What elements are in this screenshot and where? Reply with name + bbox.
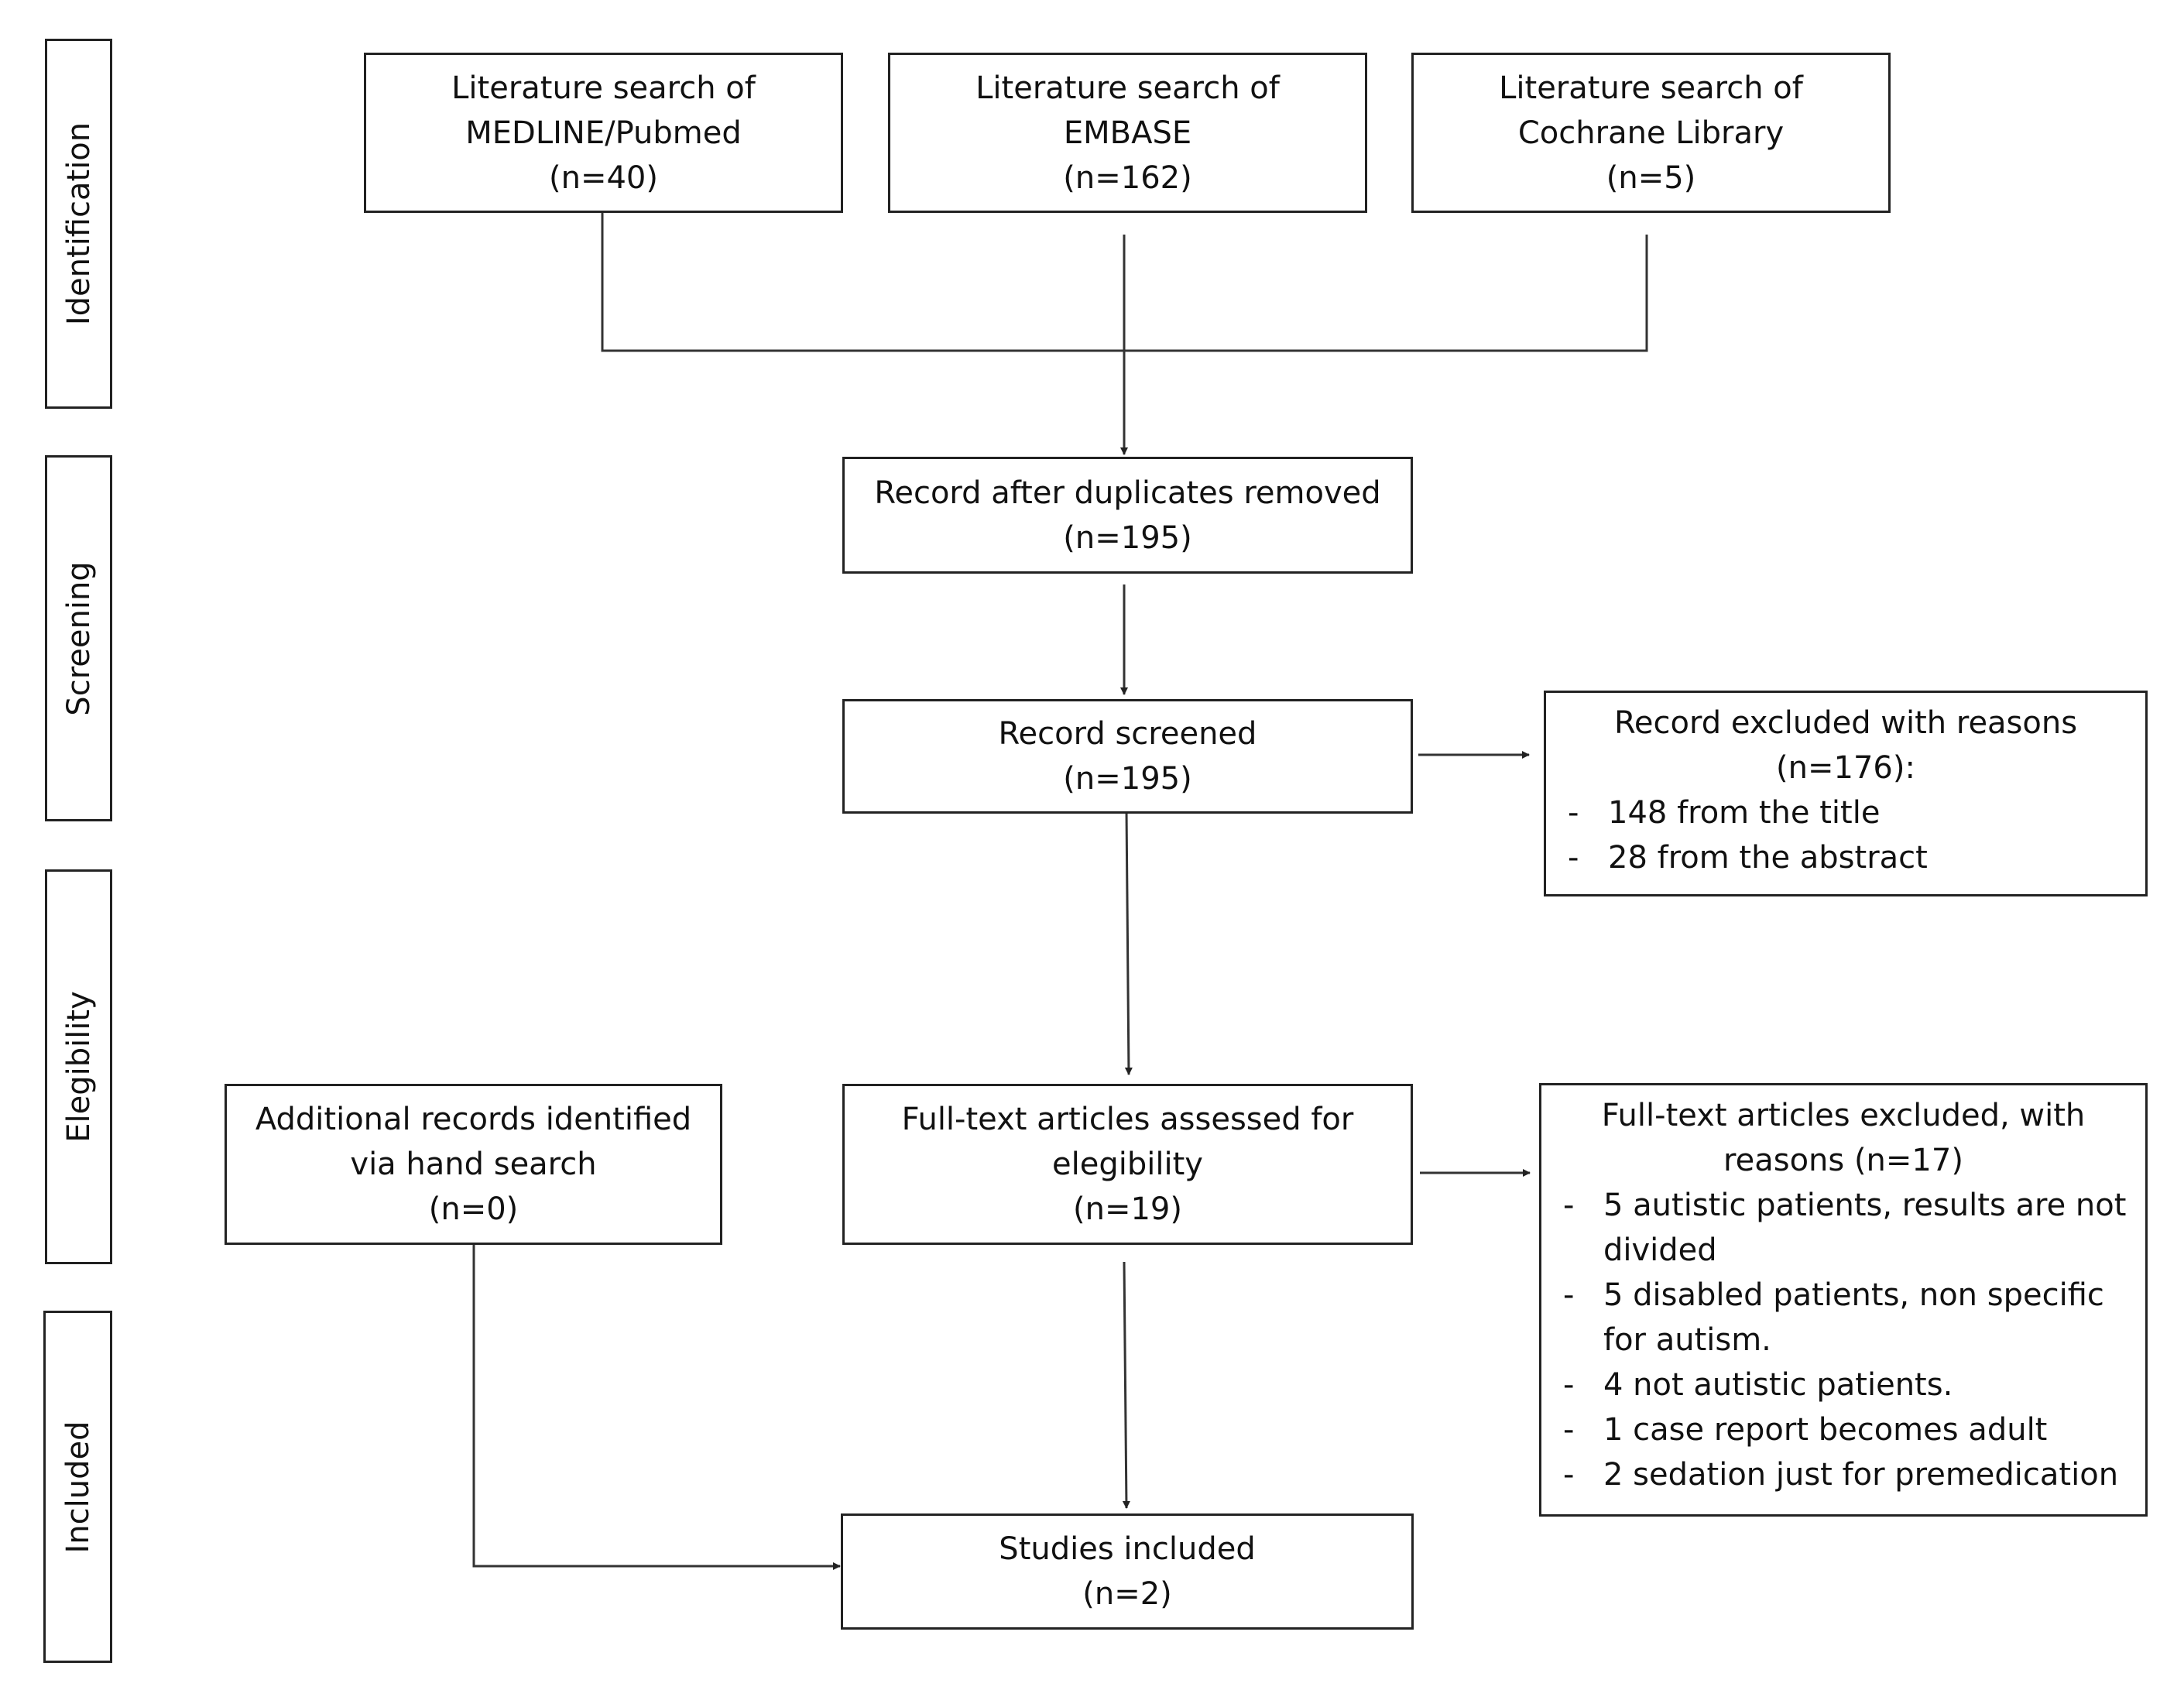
fulltext-excluded-box: Full-text articles excluded, with reason… [1539, 1083, 2148, 1517]
record-excluded-reasons: -148 from the title -28 from the abstrac… [1565, 790, 2127, 880]
list-marker: - [1563, 1457, 1575, 1493]
list-marker: - [1568, 840, 1579, 876]
reason-text: 5 disabled patients, non specific for au… [1603, 1277, 2104, 1358]
medline-search-box: Literature search of MEDLINE/Pubmed (n=4… [364, 53, 843, 213]
reason-text: 4 not autistic patients. [1603, 1367, 1953, 1403]
arrow-to-included [1122, 1261, 1130, 1509]
studies-included-count: (n=2) [1082, 1576, 1172, 1612]
fulltext-assessed-line1: Full-text articles assessed for [901, 1102, 1354, 1137]
stage-eligibility-label: Elegibility [60, 991, 97, 1143]
stage-identification: Identification [45, 39, 112, 409]
reason-text: 5 autistic patients, results are not div… [1603, 1188, 2127, 1268]
stage-identification-label: Identification [60, 122, 97, 326]
duplicates-removed-count: (n=195) [1063, 519, 1192, 556]
fulltext-excluded-line1: Full-text articles excluded, with [1601, 1098, 2086, 1133]
list-item: -148 from the title [1565, 790, 2127, 835]
list-item: -5 disabled patients, non specific for a… [1560, 1273, 2127, 1363]
cochrane-count: (n=5) [1606, 159, 1696, 196]
record-excluded-title: Record excluded with reasons [1613, 705, 2078, 741]
list-marker: - [1563, 1412, 1575, 1448]
stage-screening: Screening [45, 455, 112, 821]
medline-count: (n=40) [549, 159, 658, 196]
studies-included-box: Studies included (n=2) [841, 1513, 1414, 1630]
embase-line2: EMBASE [1063, 115, 1192, 151]
duplicates-removed-title: Record after duplicates removed [874, 475, 1381, 511]
stage-included-label: Included [60, 1421, 96, 1553]
cochrane-search-box: Literature search of Cochrane Library (n… [1411, 53, 1891, 213]
stage-included: Included [43, 1311, 112, 1663]
record-screened-title: Record screened [998, 716, 1257, 752]
record-excluded-box: Record excluded with reasons (n=176): -1… [1544, 691, 2148, 896]
reason-text: 2 sedation just for premedication [1603, 1457, 2119, 1493]
cochrane-line1: Literature search of [1499, 70, 1803, 106]
list-item: -2 sedation just for premedication [1560, 1452, 2127, 1497]
medline-line1: Literature search of [451, 70, 756, 106]
reason-text: 148 from the title [1608, 795, 1881, 831]
reason-text: 1 case report becomes adult [1603, 1412, 2048, 1448]
list-item: -5 autistic patients, results are not di… [1560, 1183, 2127, 1273]
fulltext-assessed-line2: elegibility [1052, 1147, 1203, 1182]
reason-text: 28 from the abstract [1608, 840, 1928, 876]
arrow-to-fulltext-assessed [1124, 810, 1133, 1075]
list-item: -4 not autistic patients. [1560, 1363, 2127, 1407]
embase-line1: Literature search of [975, 70, 1280, 106]
hand-search-count: (n=0) [428, 1191, 519, 1227]
duplicates-removed-box: Record after duplicates removed (n=195) [842, 457, 1413, 574]
medline-line2: MEDLINE/Pubmed [465, 115, 742, 151]
record-excluded-count: (n=176): [1776, 750, 1915, 786]
list-marker: - [1563, 1188, 1575, 1223]
fulltext-assessed-count: (n=19) [1073, 1191, 1182, 1227]
record-screened-count: (n=195) [1063, 761, 1192, 797]
stage-screening-label: Screening [60, 560, 97, 716]
list-marker: - [1568, 795, 1579, 831]
embase-count: (n=162) [1063, 159, 1192, 196]
stage-eligibility: Elegibility [45, 869, 112, 1264]
arrow-hand-search-to-included [472, 1241, 841, 1570]
cochrane-line2: Cochrane Library [1517, 115, 1785, 151]
list-item: -1 case report becomes adult [1560, 1407, 2127, 1452]
hand-search-line1: Additional records identified [255, 1102, 692, 1137]
fulltext-excluded-reasons: -5 autistic patients, results are not di… [1560, 1183, 2127, 1497]
record-screened-box: Record screened (n=195) [842, 699, 1413, 814]
list-item: -28 from the abstract [1565, 835, 2127, 880]
studies-included-title: Studies included [999, 1531, 1256, 1567]
embase-search-box: Literature search of EMBASE (n=162) [888, 53, 1367, 213]
fulltext-excluded-line2: reasons (n=17) [1723, 1143, 1963, 1178]
fulltext-assessed-box: Full-text articles assessed for elegibil… [842, 1084, 1413, 1245]
hand-search-box: Additional records identified via hand s… [225, 1084, 722, 1245]
list-marker: - [1563, 1277, 1575, 1313]
hand-search-line2: via hand search [350, 1147, 597, 1182]
list-marker: - [1563, 1367, 1575, 1403]
